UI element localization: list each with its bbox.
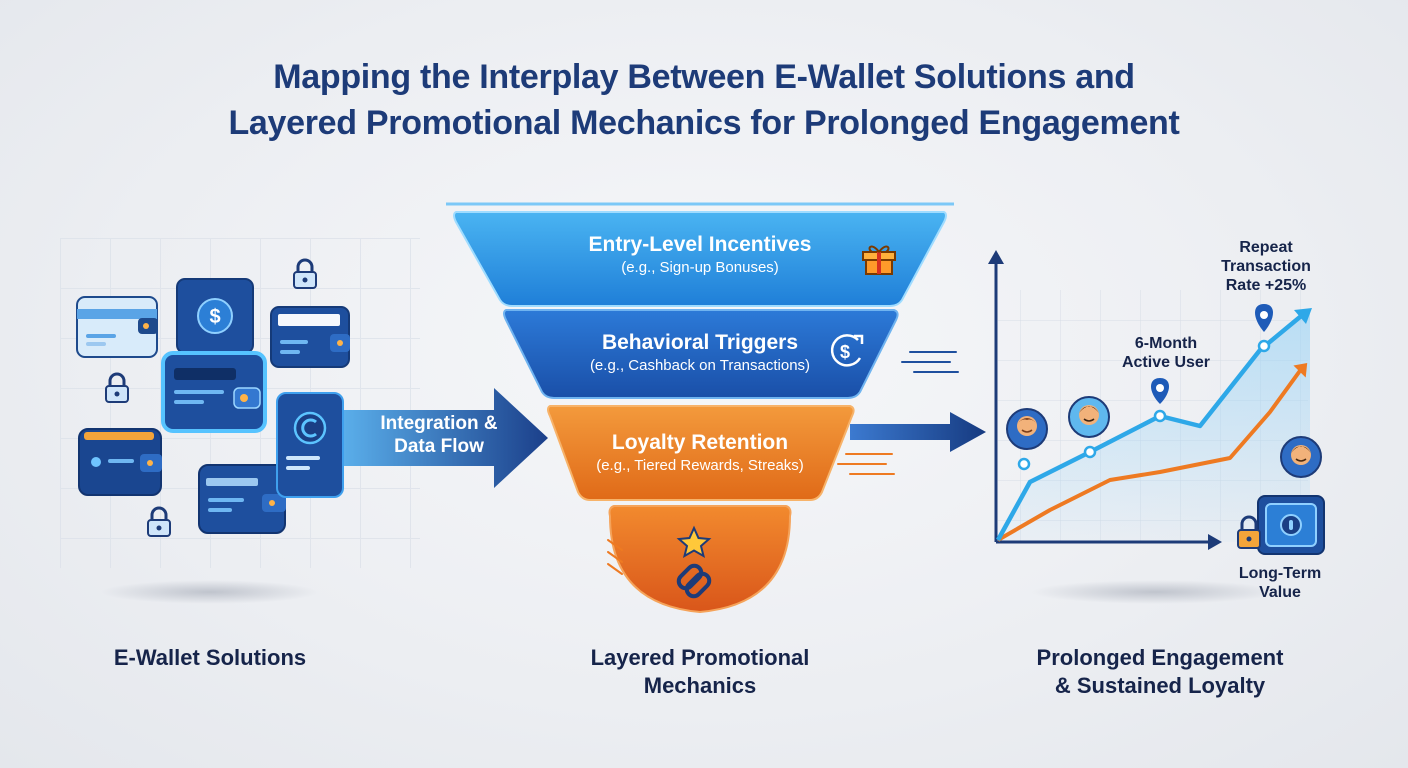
user-avatar-icon: [1006, 408, 1048, 450]
phone-wallet-dollar-icon: $: [176, 278, 254, 354]
flow-label-line-1: Integration &: [380, 413, 498, 434]
funnel-layer-subtitle: (e.g., Sign-up Bonuses): [621, 259, 779, 276]
vault-icon: [1237, 495, 1325, 555]
right-floor-shadow: [1030, 580, 1280, 604]
user-avatar-icon: [1068, 396, 1110, 438]
funnel-layer-title: Entry-Level Incentives: [588, 233, 812, 256]
padlock-icon: [105, 372, 129, 403]
chart-point: [1083, 445, 1097, 459]
promotional-funnel: [446, 202, 954, 614]
funnel-layer-3-shape: [547, 405, 855, 501]
active-label-line-1: 6-Month: [1134, 335, 1198, 352]
funnel-caption: Layered Promotional Mechanics: [560, 644, 840, 700]
chart-area: [998, 312, 1310, 542]
user-avatar-icon: [1280, 436, 1322, 478]
funnel-caption-line-2: Mechanics: [643, 673, 757, 698]
chart-x-axis-arrow: [1208, 534, 1222, 550]
speed-lines-icon: [901, 351, 959, 373]
repeat-label-line-3: Rate +25%: [1225, 277, 1307, 294]
funnel-caption-line-1: Layered Promotional: [590, 645, 810, 670]
location-pin-icon: [1255, 304, 1273, 332]
funnel-layer-loyalty: Loyalty Retention (e.g., Tiered Rewards,…: [540, 430, 860, 476]
active-label-line-2: Active User: [1121, 354, 1211, 371]
motion-marks-icon: [607, 539, 623, 575]
integration-flow-label: Integration & Data Flow: [364, 412, 514, 458]
repeat-label-line-2: Transaction: [1221, 258, 1311, 275]
svg-text:$: $: [840, 342, 850, 362]
chart-point: [1257, 339, 1271, 353]
value-label-line-2: Value: [1259, 584, 1301, 601]
gift-icon: [862, 245, 896, 275]
chart-y-axis-arrow: [988, 250, 1004, 264]
output-arrow: [850, 412, 986, 452]
integration-flow-arrow: [344, 388, 548, 488]
left-floor-shadow: [100, 580, 320, 604]
funnel-layer-entry: Entry-Level Incentives (e.g., Sign-up Bo…: [540, 232, 860, 278]
padlock-icon: [293, 258, 317, 289]
location-pin-icon: [1151, 378, 1169, 404]
chart-line-orange: [997, 366, 1304, 542]
wallet-card-icon: [270, 306, 350, 368]
padlock-icon: [147, 506, 171, 537]
repeat-label-line-1: Repeat: [1239, 239, 1293, 256]
value-label-line-1: Long-Term: [1238, 565, 1322, 582]
star-icon: [676, 525, 712, 559]
funnel-layer-2-shape: [503, 309, 899, 399]
long-term-value-label: Long-Term Value: [1210, 564, 1350, 602]
chain-link-icon: [676, 563, 712, 599]
funnel-layer-subtitle: (e.g., Cashback on Transactions): [589, 357, 811, 374]
chart-point: [1017, 457, 1031, 471]
wallet-icon: [78, 428, 162, 496]
credit-card-icon: [76, 296, 158, 358]
repeat-transaction-label: Repeat Transaction Rate +25%: [1196, 238, 1336, 295]
e-wallet-caption: E-Wallet Solutions: [113, 645, 307, 670]
growth-chart: [988, 250, 1312, 550]
funnel-layer-subtitle: (e.g., Tiered Rewards, Streaks): [596, 457, 804, 474]
funnel-layer-title: Behavioral Triggers: [601, 331, 799, 354]
speed-lines-icon: [837, 453, 895, 475]
active-user-label: 6-Month Active User: [1096, 334, 1236, 372]
chart-point: [1153, 409, 1167, 423]
title-line-2: Layered Promotional Mechanics for Prolon…: [228, 104, 1180, 142]
title-line-1: Mapping the Interplay Between E-Wallet S…: [273, 58, 1135, 96]
flow-label-line-2: Data Flow: [394, 436, 484, 457]
chart-line-orange-arrow: [1293, 363, 1308, 378]
engagement-caption: Prolonged Engagement & Sustained Loyalty: [1010, 644, 1310, 700]
funnel-layer-4-shape: [608, 505, 792, 614]
glowing-wallet-icon: [161, 351, 267, 433]
funnel-layer-title: Loyalty Retention: [611, 431, 789, 454]
wallet-bottom-icon: [198, 464, 286, 534]
chart-line-blue-arrow: [1294, 308, 1312, 324]
cashback-icon: $: [830, 334, 864, 367]
svg-text:$: $: [209, 306, 220, 328]
engagement-caption-line-2: & Sustained Loyalty: [1054, 673, 1266, 698]
funnel-layer-1-shape: [453, 211, 947, 307]
funnel-layer-behavioral: Behavioral Triggers (e.g., Cashback on T…: [540, 330, 860, 376]
engagement-caption-line-1: Prolonged Engagement: [1036, 645, 1284, 670]
page-title: Mapping the Interplay Between E-Wallet S…: [0, 54, 1408, 146]
phone-app-icon: [276, 392, 344, 498]
